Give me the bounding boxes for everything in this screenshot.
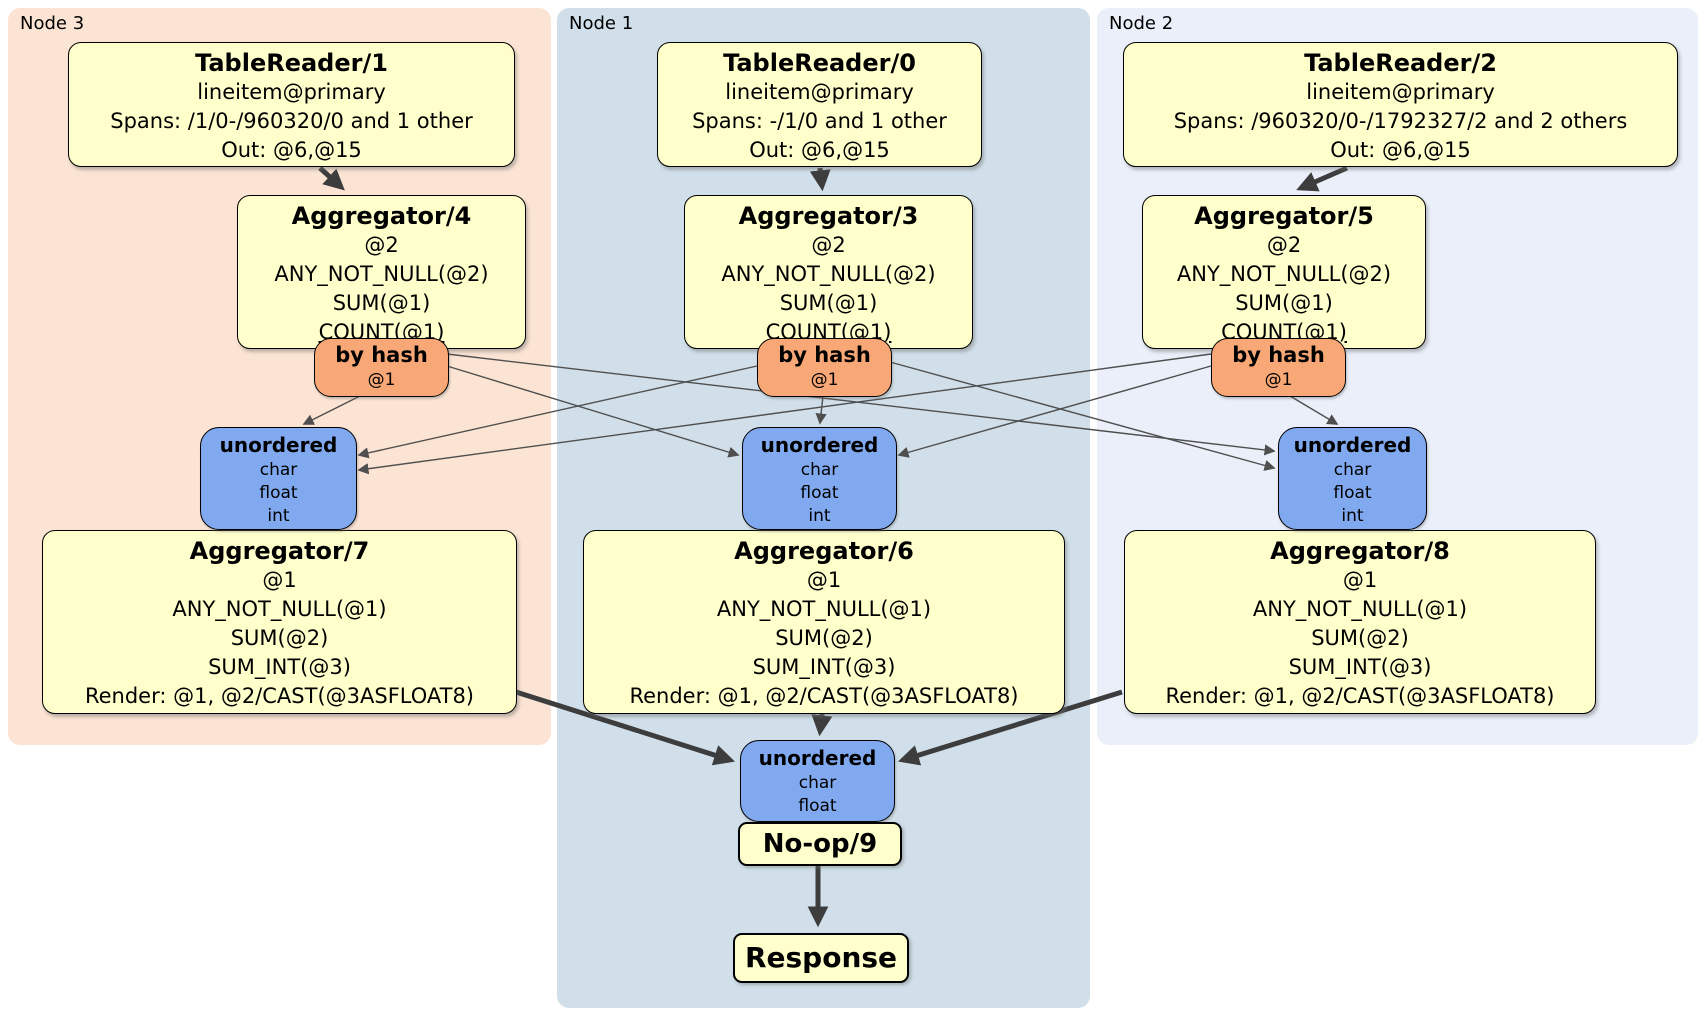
agg-expr: SUM(@1): [332, 291, 431, 315]
render-expr: Render: @1, @2/CAST(@3ASFLOAT8): [84, 684, 475, 708]
group-cols: @1: [806, 568, 842, 592]
group-cols: @1: [1342, 568, 1378, 592]
sync-type: float: [798, 796, 837, 816]
sync-unordered-final: unordered char float: [740, 740, 895, 822]
processor-aggregator-3: Aggregator/3 @2 ANY_NOT_NULL(@2) SUM(@1)…: [684, 195, 973, 349]
sync-type: int: [1341, 506, 1364, 526]
sync-type: char: [800, 460, 839, 480]
agg-expr: SUM(@1): [779, 291, 878, 315]
router-cols: @1: [810, 370, 839, 390]
index-label: lineitem@primary: [1306, 80, 1495, 104]
index-label: lineitem@primary: [197, 80, 386, 104]
processor-title: Aggregator/8: [1270, 537, 1450, 565]
processor-aggregator-5: Aggregator/5 @2 ANY_NOT_NULL(@2) SUM(@1)…: [1142, 195, 1426, 349]
agg-expr: ANY_NOT_NULL(@2): [721, 262, 936, 286]
agg-expr: ANY_NOT_NULL(@1): [1252, 597, 1468, 621]
out-label: Out: @6,@15: [221, 138, 362, 162]
response-title: Response: [744, 941, 898, 974]
processor-aggregator-7: Aggregator/7 @1 ANY_NOT_NULL(@1) SUM(@2)…: [42, 530, 517, 714]
out-label: Out: @6,@15: [1330, 138, 1471, 162]
processor-title: TableReader/2: [1304, 49, 1497, 77]
node1-label: Node 1: [569, 13, 634, 34]
router-title: by hash: [335, 343, 428, 367]
node3-label: Node 3: [20, 13, 85, 34]
agg-expr: ANY_NOT_NULL(@1): [716, 597, 932, 621]
spans-label: Spans: -/1/0 and 1 other: [692, 109, 947, 133]
sync-type: int: [808, 506, 831, 526]
sync-title: unordered: [758, 746, 877, 770]
processor-title: TableReader/1: [195, 49, 388, 77]
sync-title: unordered: [1293, 433, 1412, 457]
processor-aggregator-4: Aggregator/4 @2 ANY_NOT_NULL(@2) SUM(@1)…: [237, 195, 526, 349]
processor-title: Aggregator/3: [738, 202, 919, 230]
agg-expr: SUM(@2): [775, 626, 873, 650]
agg-expr: ANY_NOT_NULL(@1): [172, 597, 387, 621]
agg-expr: SUM(@2): [230, 626, 329, 650]
group-cols: @2: [1266, 233, 1302, 257]
sync-unordered-node3: unordered char float int: [200, 427, 357, 530]
processor-aggregator-8: Aggregator/8 @1 ANY_NOT_NULL(@1) SUM(@2)…: [1124, 530, 1596, 714]
sync-type: float: [800, 483, 839, 503]
group-cols: @2: [364, 233, 399, 257]
sync-type: int: [267, 506, 290, 526]
router-by-hash-node1: by hash @1: [757, 338, 892, 397]
router-by-hash-node3: by hash @1: [314, 338, 449, 397]
out-label: Out: @6,@15: [749, 138, 890, 162]
sync-unordered-node2: unordered char float int: [1278, 427, 1427, 530]
sync-title: unordered: [219, 433, 338, 457]
spans-label: Spans: /1/0-/960320/0 and 1 other: [110, 109, 473, 133]
index-label: lineitem@primary: [725, 80, 914, 104]
render-expr: Render: @1, @2/CAST(@3ASFLOAT8): [1165, 684, 1555, 708]
agg-expr: SUM_INT(@3): [752, 655, 896, 679]
node2-label: Node 2: [1109, 13, 1174, 34]
render-expr: Render: @1, @2/CAST(@3ASFLOAT8): [629, 684, 1019, 708]
router-title: by hash: [1232, 343, 1325, 367]
processor-tablereader-1: TableReader/1 lineitem@primary Spans: /1…: [68, 42, 515, 167]
sync-title: unordered: [760, 433, 879, 457]
agg-expr: ANY_NOT_NULL(@2): [274, 262, 489, 286]
spans-label: Spans: /960320/0-/1792327/2 and 2 others: [1173, 109, 1628, 133]
sync-type: char: [798, 773, 837, 793]
group-cols: @2: [811, 233, 846, 257]
processor-tablereader-0: TableReader/0 lineitem@primary Spans: -/…: [657, 42, 982, 167]
agg-expr: SUM_INT(@3): [208, 655, 351, 679]
sync-unordered-node1: unordered char float int: [742, 427, 897, 530]
response-box: Response: [733, 933, 909, 983]
processor-aggregator-6: Aggregator/6 @1 ANY_NOT_NULL(@1) SUM(@2)…: [583, 530, 1065, 714]
agg-expr: ANY_NOT_NULL(@2): [1176, 262, 1392, 286]
sync-type: float: [259, 483, 298, 503]
router-cols: @1: [1264, 370, 1293, 390]
group-cols: @1: [262, 568, 297, 592]
sync-type: float: [1333, 483, 1372, 503]
agg-expr: SUM_INT(@3): [1288, 655, 1432, 679]
agg-expr: SUM(@2): [1311, 626, 1409, 650]
processor-title: Aggregator/6: [734, 537, 914, 565]
agg-expr: SUM(@1): [1235, 291, 1333, 315]
processor-title: Aggregator/4: [291, 202, 472, 230]
processor-noop-9: No-op/9: [738, 822, 902, 866]
router-title: by hash: [778, 343, 871, 367]
processor-tablereader-2: TableReader/2 lineitem@primary Spans: /9…: [1123, 42, 1678, 167]
processor-title: Aggregator/5: [1194, 202, 1374, 230]
processor-title: No-op/9: [762, 829, 878, 859]
router-cols: @1: [367, 370, 396, 390]
sync-type: char: [259, 460, 298, 480]
processor-title: TableReader/0: [723, 49, 916, 77]
sync-type: char: [1333, 460, 1372, 480]
processor-title: Aggregator/7: [189, 537, 370, 565]
router-by-hash-node2: by hash @1: [1211, 338, 1346, 397]
